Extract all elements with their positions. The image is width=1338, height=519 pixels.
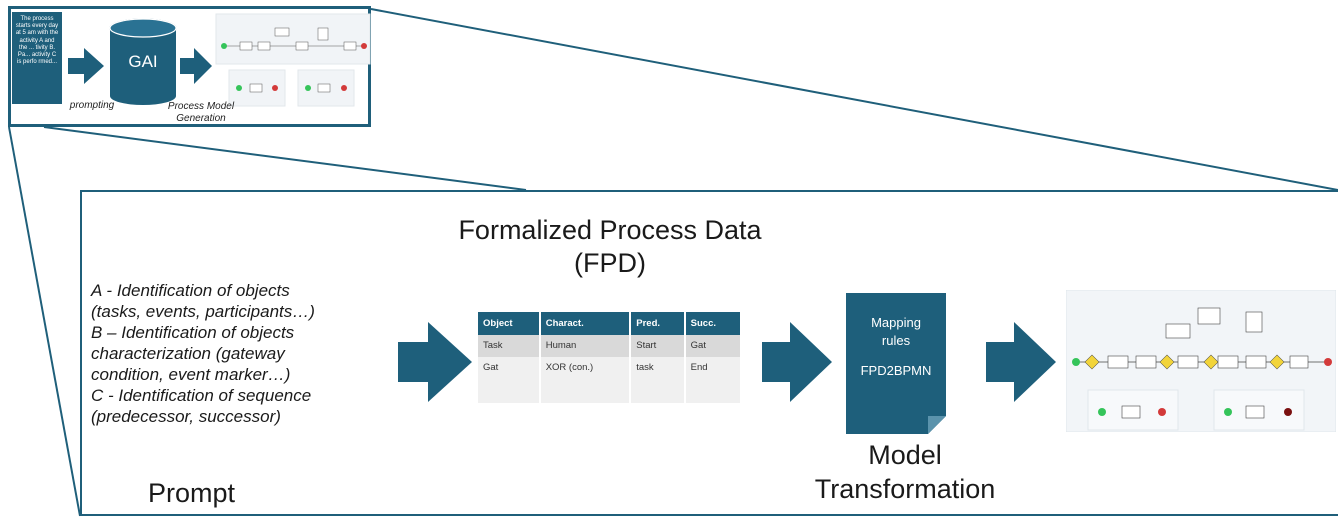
arrow-icon: [398, 322, 472, 402]
model-transformation-line2: Transformation: [814, 474, 996, 504]
mapping-rules-document-icon: [846, 293, 946, 434]
zoom-line-left: [8, 126, 81, 517]
end-event-icon: [1284, 408, 1292, 416]
identification-steps: A - Identification of objects (tasks, ev…: [91, 280, 391, 427]
start-event-icon: [1072, 358, 1080, 366]
fpd-title-line1: Formalized Process Data: [458, 215, 762, 245]
generated-process-model: [1066, 290, 1336, 432]
table-cell: Task: [478, 335, 541, 357]
table-cell: task: [630, 357, 686, 403]
gateway-icon: [1269, 354, 1285, 370]
start-event-icon: [1224, 408, 1232, 416]
mini-process-model-icon: [215, 13, 371, 107]
gai-database-icon: [109, 18, 177, 105]
step-line: C - Identification of sequence: [91, 386, 312, 405]
task-icon: [1289, 355, 1309, 369]
generation-caption: Process Model Generation: [167, 101, 235, 124]
step-line: (tasks, events, participants…): [91, 302, 315, 321]
zoom-line-middle: [43, 126, 527, 191]
end-event-icon: [1158, 408, 1166, 416]
prompting-caption: prompting: [69, 100, 115, 111]
model-transformation-line1: Model: [868, 440, 942, 470]
task-icon: [1245, 355, 1267, 369]
table-cell: Human: [539, 335, 632, 357]
table-row: Gat XOR (con.) task End: [478, 357, 740, 403]
arrow-icon: [986, 322, 1056, 402]
task-icon: [1177, 355, 1199, 369]
task-icon: [1135, 355, 1157, 369]
step-line: A - Identification of objects: [91, 281, 290, 300]
mapping-rules-line2: rules: [881, 333, 911, 348]
task-icon: [1107, 355, 1129, 369]
arrow-icon: [762, 322, 832, 402]
task-icon: [1245, 405, 1265, 419]
task-icon: [1165, 323, 1191, 339]
task-icon: [1121, 405, 1141, 419]
fpd-table: Object Charact. Pred. Succ. Task Human S…: [478, 312, 740, 403]
gai-label: GAI: [128, 52, 158, 71]
table-cell: Gat: [684, 335, 740, 357]
fpd-title-line2: (FPD): [574, 248, 646, 278]
inset-graphics: [68, 13, 371, 107]
arrow-icon: [68, 48, 104, 84]
table-cell: XOR (con.): [539, 357, 632, 403]
column-header: Object: [478, 312, 541, 335]
gateway-icon: [1203, 354, 1219, 370]
process-description-document: The process starts every day at 5 am wit…: [12, 12, 62, 104]
gateway-icon: [1159, 354, 1175, 370]
data-object-icon: [1197, 307, 1221, 325]
table-cell: Gat: [478, 357, 541, 403]
model-transformation-label: Model Transformation: [780, 438, 1030, 506]
table-header-row: Object Charact. Pred. Succ.: [478, 312, 740, 335]
table-cell: Start: [630, 335, 686, 357]
step-line: characterization (gateway: [91, 344, 285, 363]
data-object-icon: [1245, 311, 1263, 333]
column-header: Succ.: [684, 312, 740, 335]
mapping-rules-line3: FPD2BPMN: [860, 363, 932, 378]
column-header: Charact.: [539, 312, 632, 335]
arrow-icon: [180, 48, 212, 84]
step-line: condition, event marker…): [91, 365, 291, 384]
step-line: B – Identification of objects: [91, 323, 295, 342]
mapping-rules-text: Mapping rules FPD2BPMN: [846, 314, 946, 380]
end-event-icon: [1324, 358, 1332, 366]
step-line: (predecessor, successor): [91, 407, 281, 426]
gateway-icon: [1084, 354, 1100, 370]
start-event-icon: [1098, 408, 1106, 416]
table-cell: End: [684, 357, 740, 403]
table-row: Task Human Start Gat: [478, 335, 740, 357]
prompt-label: Prompt: [148, 478, 236, 508]
mapping-rules-line1: Mapping: [871, 315, 921, 330]
column-header: Pred.: [630, 312, 686, 335]
zoom-line-top-right: [370, 8, 1338, 191]
fpd-title: Formalized Process Data (FPD): [400, 214, 820, 280]
task-icon: [1217, 355, 1239, 369]
